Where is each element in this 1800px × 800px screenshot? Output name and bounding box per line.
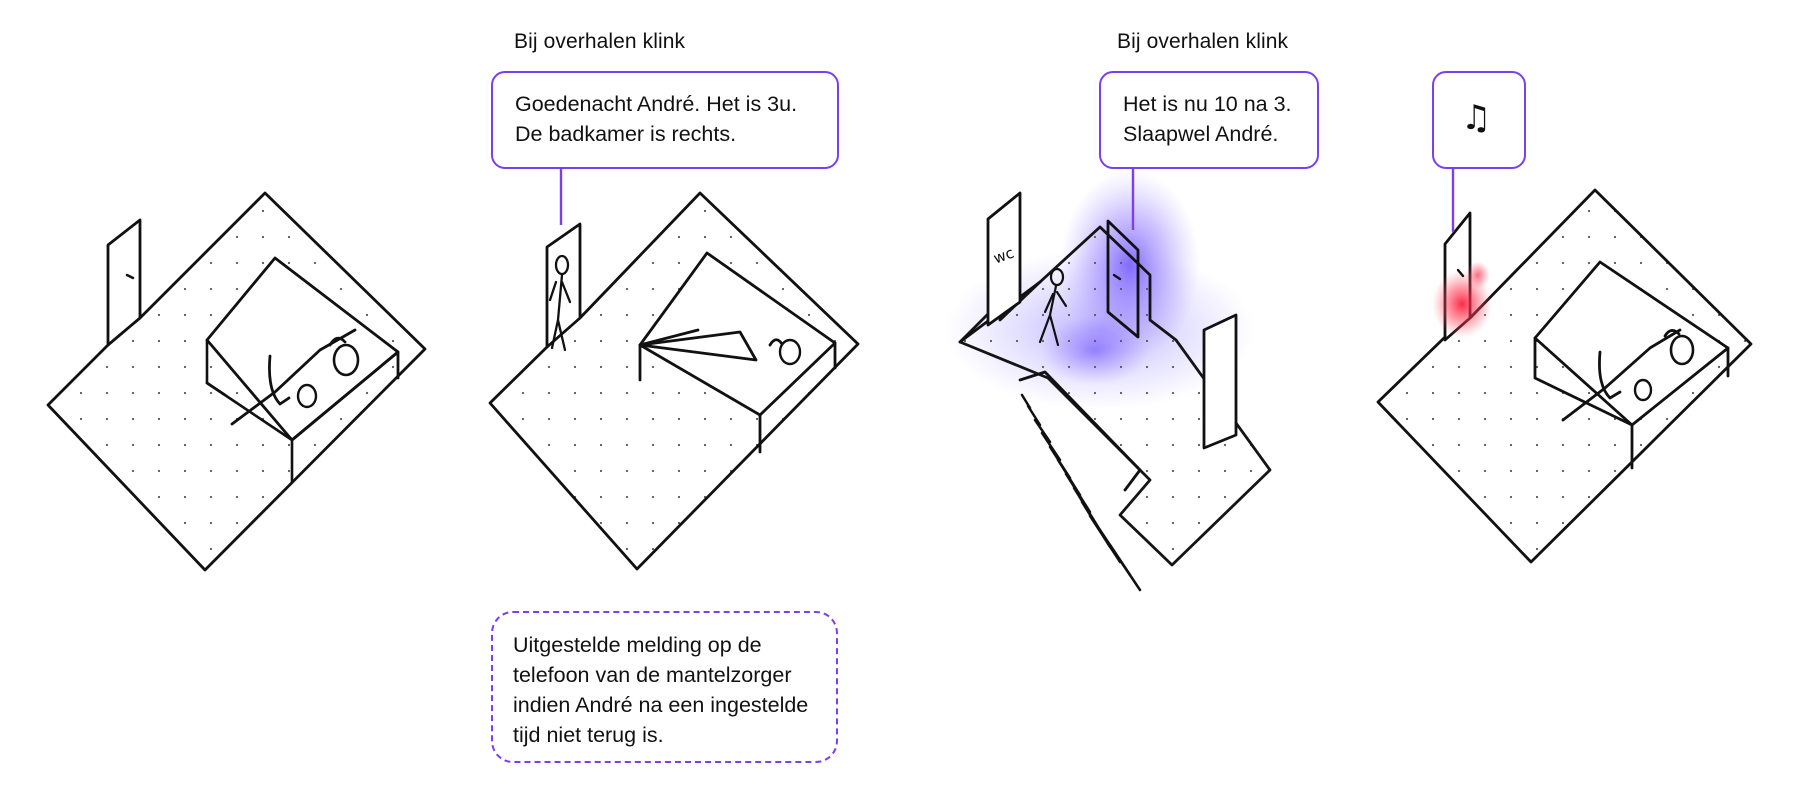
- panel-3-staircase: [1018, 370, 1142, 492]
- panel-1-door: [106, 218, 142, 347]
- music-notes-icon: ♫: [1461, 98, 1492, 138]
- panel-3-speech-line-2: Slaapwel André.: [1123, 122, 1279, 146]
- panel-3-hallway: wc: [945, 170, 1272, 592]
- panel-3-trigger-caption: Bij overhalen klink: [1117, 30, 1289, 53]
- panel-1-bedroom: [46, 191, 427, 572]
- panel-2-speech-line-2: De badkamer is rechts.: [515, 122, 737, 146]
- panel-3-speech-bubble: Het is nu 10 na 3. Slaapwel André.: [1099, 71, 1319, 169]
- note-line-1: Uitgestelde melding op de: [513, 633, 762, 657]
- note-line-3: indien André na een ingestelde: [513, 693, 809, 717]
- panel-3-wc-door: [986, 191, 1022, 327]
- callout-connectors: [559, 169, 1455, 232]
- panel-2-floor: [488, 191, 860, 571]
- panel-3-speech-line-1: Het is nu 10 na 3.: [1123, 92, 1292, 116]
- panel-2-speech-bubble: Goedenacht André. Het is 3u. De badkamer…: [491, 71, 839, 169]
- note-line-2: telefoon van de mantelzorger: [513, 663, 792, 687]
- panel-3-bathroom-door: [1106, 219, 1140, 339]
- panel-4-sound-bubble: ♫: [1432, 71, 1526, 169]
- panel-1-floor: [46, 191, 427, 572]
- panel-3-door-sign: wc: [991, 244, 1016, 268]
- note-line-4: tijd niet terug is.: [513, 723, 664, 747]
- panel-2-trigger-caption: Bij overhalen klink: [514, 30, 686, 53]
- panel-2-delayed-notification-note: Uitgestelde melding op de telefoon van d…: [491, 611, 838, 763]
- panel-2-bedroom: [488, 191, 860, 571]
- panel-4-bedroom: [1376, 188, 1753, 564]
- panel-2-speech-line-1: Goedenacht André. Het is 3u.: [515, 92, 798, 116]
